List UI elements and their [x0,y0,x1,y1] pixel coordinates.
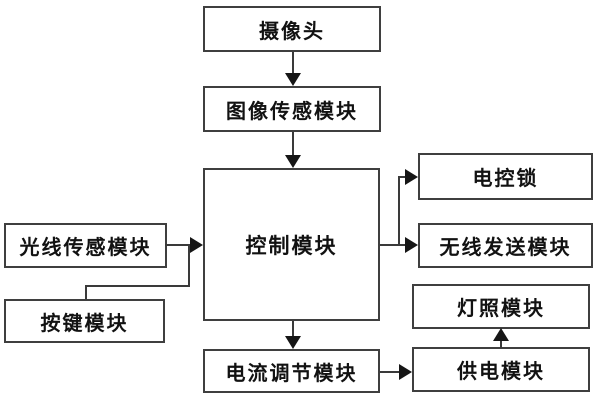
node-image-sensor: 图像传感模块 [203,86,381,132]
edge-control-right-branch-line [398,176,400,246]
node-camera: 摄像头 [203,6,381,52]
arrowhead-control-to-lock [405,169,418,185]
edge-current-to-power-line [380,371,399,373]
edge-control-to-wireless-line [398,244,406,246]
arrowhead-control-to-wireless [405,237,418,253]
node-key-module: 按键模块 [4,299,165,343]
edge-camera-to-image-sensor-line [292,52,294,74]
node-wireless-send: 无线发送模块 [418,223,593,268]
arrowhead-current-to-power [399,364,412,380]
node-control: 控制模块 [203,168,380,321]
arrowhead-light-sensor-to-control [190,237,203,253]
edge-key-module-horizontal-line [85,285,190,287]
edge-control-to-lock-line [398,176,406,178]
arrowhead-camera-to-image-sensor [285,73,301,86]
edge-power-to-lamp-line [500,340,502,348]
arrowhead-control-to-current [285,336,301,349]
edge-control-to-current-line [292,321,294,337]
arrowhead-image-sensor-to-control [285,155,301,168]
edge-key-module-junction-line [188,244,190,287]
edge-light-sensor-to-control-line [165,244,190,246]
node-electric-lock: 电控锁 [418,153,593,200]
edge-image-sensor-to-control-line [292,132,294,156]
arrowhead-power-to-lamp [493,328,509,341]
edge-key-module-riser-line [85,286,87,299]
node-lamp: 灯照模块 [412,284,590,329]
node-light-sensor: 光线传感模块 [4,223,167,268]
edge-control-right-stub-line [380,244,399,246]
node-current-adjust: 电流调节模块 [203,349,380,393]
node-power-supply: 供电模块 [412,347,590,392]
